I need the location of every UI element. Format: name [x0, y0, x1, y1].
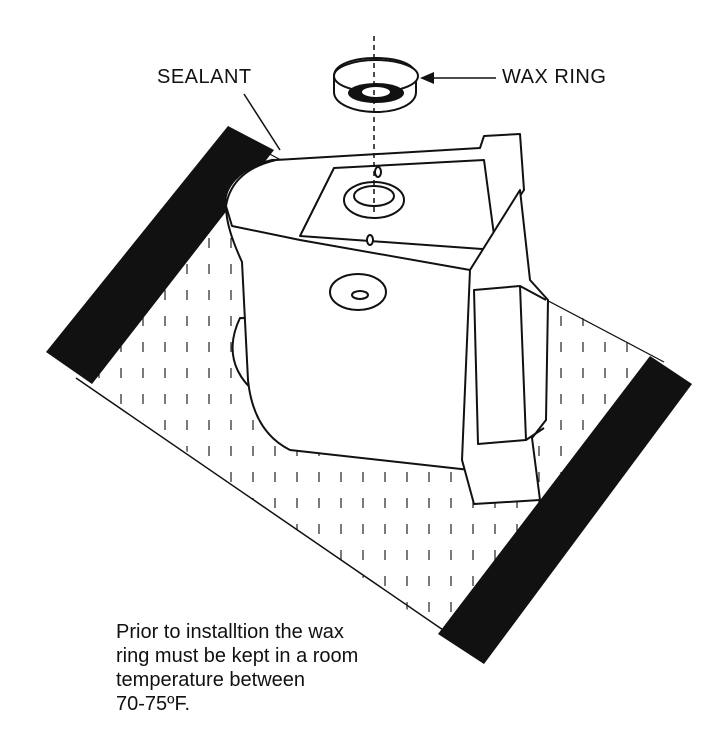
note-line: Prior to installtion the wax	[116, 621, 344, 643]
wax-ring-label: WAX RING	[502, 66, 607, 88]
note-line: 70-75ºF.	[116, 693, 191, 715]
sealant-leader-line	[243, 93, 281, 151]
temperature-note: Prior to installtion the wax ring must b…	[116, 620, 446, 716]
sealant-band-left	[46, 126, 274, 384]
wax-ring-icon	[333, 56, 419, 114]
wax-ring-leader-arrow	[420, 72, 496, 84]
toilet-base	[224, 133, 549, 505]
front-outlet	[329, 273, 387, 311]
sealant-label: SEALANT	[157, 66, 252, 88]
note-line: temperature between	[116, 669, 306, 691]
sealant-band-right	[438, 356, 692, 664]
note-line: ring must be kept in a room	[116, 645, 359, 667]
